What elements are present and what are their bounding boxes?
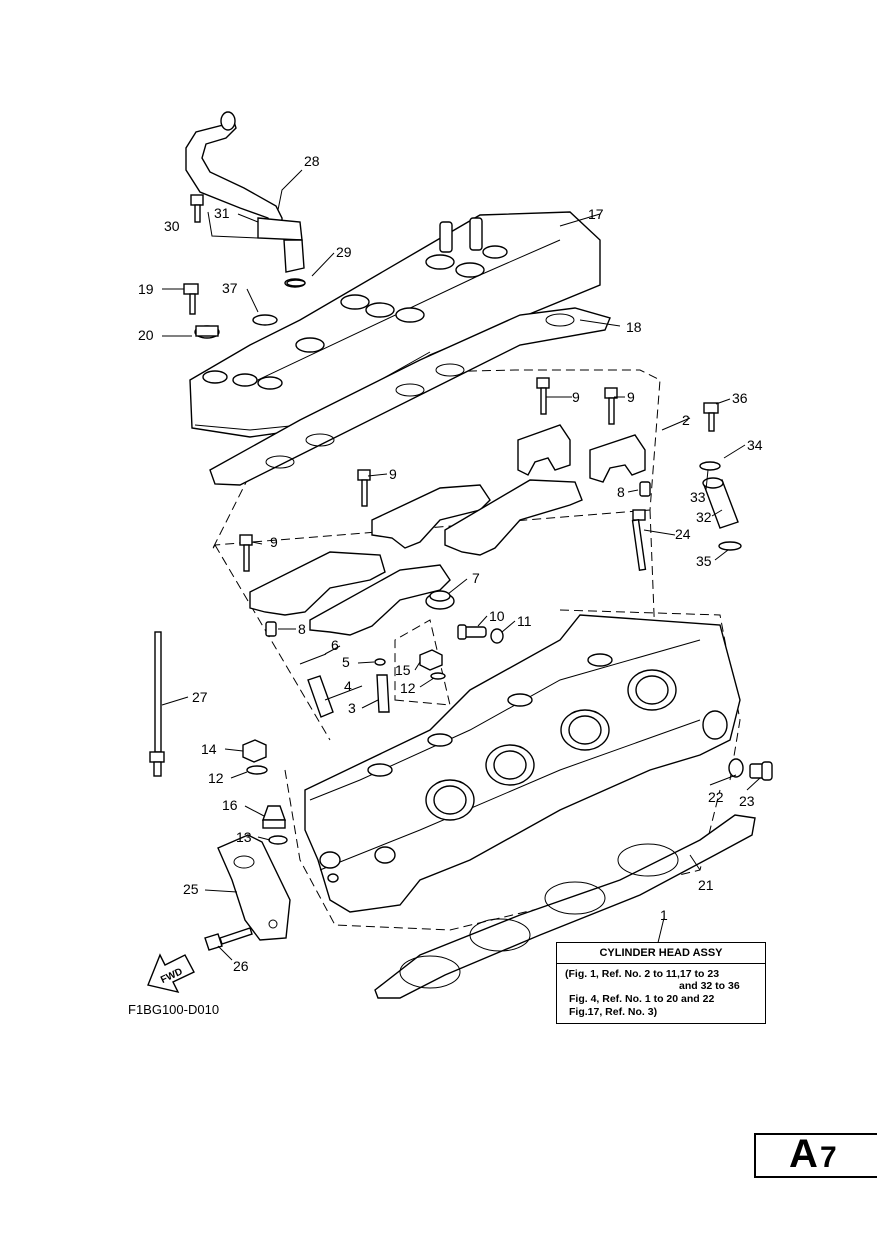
callout-32: 32 <box>696 509 712 525</box>
guide-4 <box>307 675 334 718</box>
callout-5: 5 <box>342 654 350 670</box>
assy-line-2: and 32 to 36 <box>679 980 740 992</box>
callout-26: 26 <box>233 958 249 974</box>
callout-2: 2 <box>682 412 690 428</box>
callout-numbers: 28 31 30 29 17 19 37 20 18 9 9 36 2 34 3… <box>138 153 763 974</box>
washer-11 <box>490 628 504 644</box>
assy-title: CYLINDER HEAD ASSY <box>599 947 723 959</box>
cap-nut-16 <box>262 805 286 829</box>
callout-9b: 9 <box>627 389 635 405</box>
o-ring-35 <box>718 541 742 551</box>
washer-12a <box>430 672 446 680</box>
guide-3 <box>376 674 390 713</box>
callout-10: 10 <box>489 608 505 624</box>
callout-33: 33 <box>690 489 706 505</box>
callout-9c: 9 <box>389 466 397 482</box>
bracket-25 <box>217 834 291 941</box>
washer-12b <box>246 765 268 775</box>
callout-22: 22 <box>708 789 724 805</box>
diagram-code: F1BG100-D010 <box>128 1002 220 1017</box>
bolt-24 <box>631 509 647 571</box>
bolt-36 <box>703 402 719 432</box>
callout-15: 15 <box>395 662 411 678</box>
plug-10 <box>457 624 487 640</box>
callout-20: 20 <box>138 327 154 343</box>
washer-22 <box>728 758 744 778</box>
nut-15 <box>419 649 443 671</box>
head-cover-gasket <box>209 307 611 486</box>
callout-27: 27 <box>192 689 208 705</box>
callout-21: 21 <box>698 877 714 893</box>
bolt-19 <box>183 283 199 315</box>
callout-1: 1 <box>660 907 668 923</box>
fwd-arrow-icon: FWD <box>147 953 195 994</box>
callout-23: 23 <box>739 793 755 809</box>
cylinder-head-cover <box>189 211 601 438</box>
cam-cap-bolts <box>239 377 618 572</box>
dowel-pin-8b <box>265 621 277 637</box>
callout-14: 14 <box>201 741 217 757</box>
bolt-30 <box>190 194 204 223</box>
callout-11: 11 <box>517 613 532 629</box>
stud-bolt-27 <box>149 631 165 777</box>
assy-divider <box>557 963 765 964</box>
breather-hose <box>185 111 306 288</box>
leader-lines <box>161 169 761 961</box>
callout-12b: 12 <box>208 770 224 786</box>
dowel-pin-8a <box>639 481 651 497</box>
page-number: 7 <box>820 1141 837 1174</box>
assy-line-3: Fig. 4, Ref. No. 1 to 20 and 22 <box>569 993 715 1005</box>
nut-14 <box>242 739 267 763</box>
grommet-37 <box>252 314 278 326</box>
callout-37: 37 <box>222 280 238 296</box>
callout-8a: 8 <box>617 484 625 500</box>
callout-8b: 8 <box>298 621 306 637</box>
seal-6 <box>299 653 327 665</box>
clip-5 <box>374 658 386 666</box>
page-letter: A <box>789 1132 818 1176</box>
callout-24: 24 <box>675 526 691 542</box>
callout-12a: 12 <box>400 680 416 696</box>
callout-9d: 9 <box>270 534 278 550</box>
cylinder-head-assy-box: CYLINDER HEAD ASSY (Fig. 1, Ref. No. 2 t… <box>556 942 766 1024</box>
callout-28: 28 <box>304 153 320 169</box>
callout-9a: 9 <box>572 389 580 405</box>
callout-17: 17 <box>588 206 604 222</box>
sleeve-32 <box>702 477 739 529</box>
filler-cap-7 <box>425 590 455 610</box>
grommet-20 <box>194 325 220 339</box>
callout-6: 6 <box>331 637 339 653</box>
page-label-box: A 7 <box>754 1132 877 1178</box>
callout-18: 18 <box>626 319 642 335</box>
camshaft-caps <box>249 424 646 636</box>
callout-7: 7 <box>472 570 480 586</box>
callout-4: 4 <box>344 678 352 694</box>
plug-23 <box>749 761 773 781</box>
washer-13 <box>268 835 288 845</box>
callout-25: 25 <box>183 881 199 897</box>
callout-36: 36 <box>732 390 748 406</box>
callout-34: 34 <box>747 437 763 453</box>
callout-13: 13 <box>236 829 252 845</box>
callout-31: 31 <box>214 205 230 221</box>
callout-16: 16 <box>222 797 238 813</box>
assy-line-1: (Fig. 1, Ref. No. 2 to 11,17 to 23 <box>565 968 720 980</box>
callout-35: 35 <box>696 553 712 569</box>
callout-29: 29 <box>336 244 352 260</box>
assy-line-4: Fig.17, Ref. No. 3) <box>569 1006 658 1018</box>
callout-19: 19 <box>138 281 154 297</box>
callout-30: 30 <box>164 218 180 234</box>
callout-3: 3 <box>348 700 356 716</box>
cylinder-head <box>304 614 741 913</box>
bolt-26 <box>204 927 253 951</box>
head-gasket <box>374 814 756 999</box>
washer-33 <box>699 461 721 471</box>
o-ring-29 <box>286 279 306 287</box>
